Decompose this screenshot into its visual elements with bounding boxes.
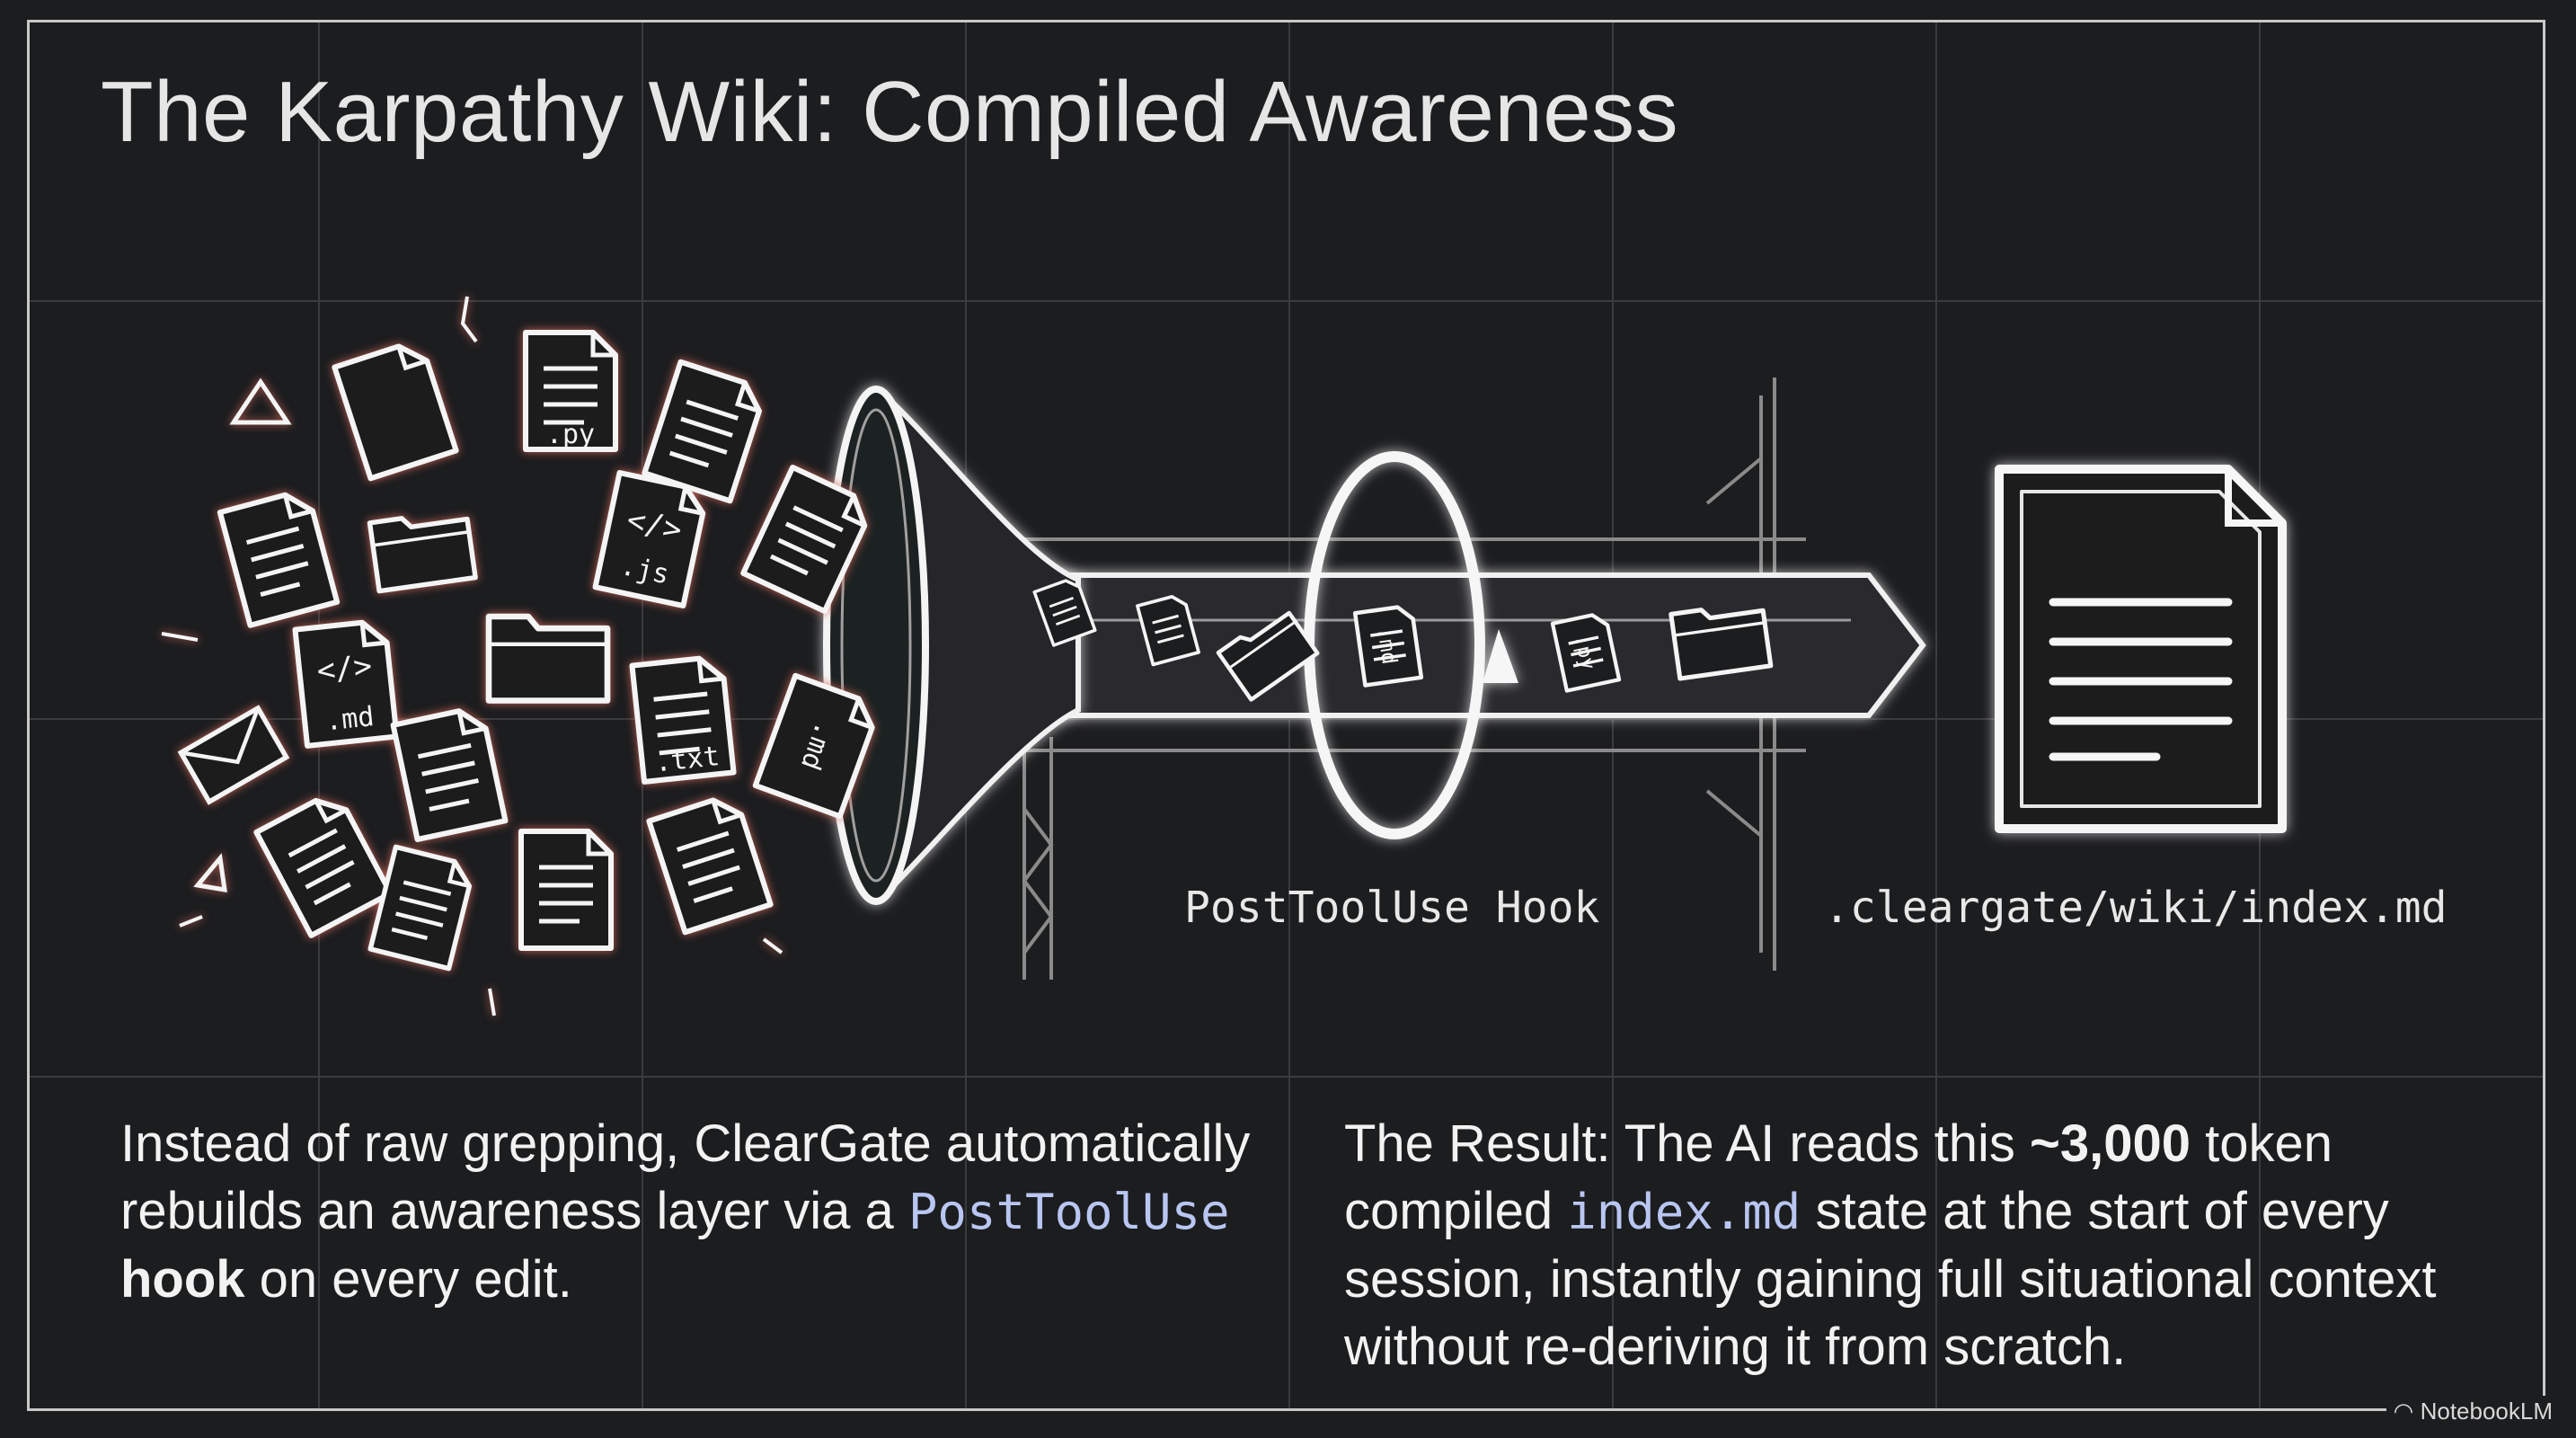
rail-structure bbox=[1015, 377, 1806, 980]
right-text-part3: state at the start of every session, ins… bbox=[1344, 1182, 2437, 1376]
output-document bbox=[1995, 465, 2287, 833]
left-bold-hook: hook bbox=[120, 1250, 245, 1309]
watermark-text: NotebookLM bbox=[2420, 1398, 2553, 1425]
left-text-part2: on every edit. bbox=[244, 1250, 572, 1309]
left-description: Instead of raw grepping, ClearGate autom… bbox=[120, 1110, 1297, 1313]
moving-file-label: .md bbox=[1372, 625, 1403, 666]
right-text-part2: token compiled bbox=[1344, 1114, 2333, 1240]
file-label: .md bbox=[323, 701, 376, 737]
page-title: The Karpathy Wiki: Compiled Awareness bbox=[101, 64, 1679, 160]
slide-frame bbox=[27, 20, 2545, 1411]
file-label: .py bbox=[546, 419, 595, 450]
file-pile: .py </> .js </> .md .txt .md bbox=[161, 296, 880, 1016]
funnel bbox=[823, 386, 1081, 905]
output-path-label: .cleargate/wiki/index.md bbox=[1824, 883, 2448, 933]
moving-files: .md .py bbox=[1032, 575, 1771, 699]
right-bold-token-count: ~3,000 bbox=[2029, 1114, 2191, 1173]
right-text-part1: The Result: The AI reads this bbox=[1344, 1114, 2030, 1173]
svg-text:</>: </> bbox=[315, 648, 374, 689]
right-code-indexmd: index.md bbox=[1567, 1184, 1801, 1240]
right-description: The Result: The AI reads this ~3,000 tok… bbox=[1344, 1110, 2530, 1380]
notebooklm-watermark: ◠ NotebookLM bbox=[2386, 1396, 2560, 1427]
hook-label: PostToolUse Hook bbox=[1184, 883, 1600, 933]
left-code-posttooluse: PostToolUse bbox=[907, 1184, 1230, 1240]
file-label: .txt bbox=[653, 741, 721, 778]
watermark-icon: ◠ bbox=[2393, 1398, 2421, 1425]
left-text-part1: Instead of raw grepping, ClearGate autom… bbox=[120, 1114, 1251, 1240]
